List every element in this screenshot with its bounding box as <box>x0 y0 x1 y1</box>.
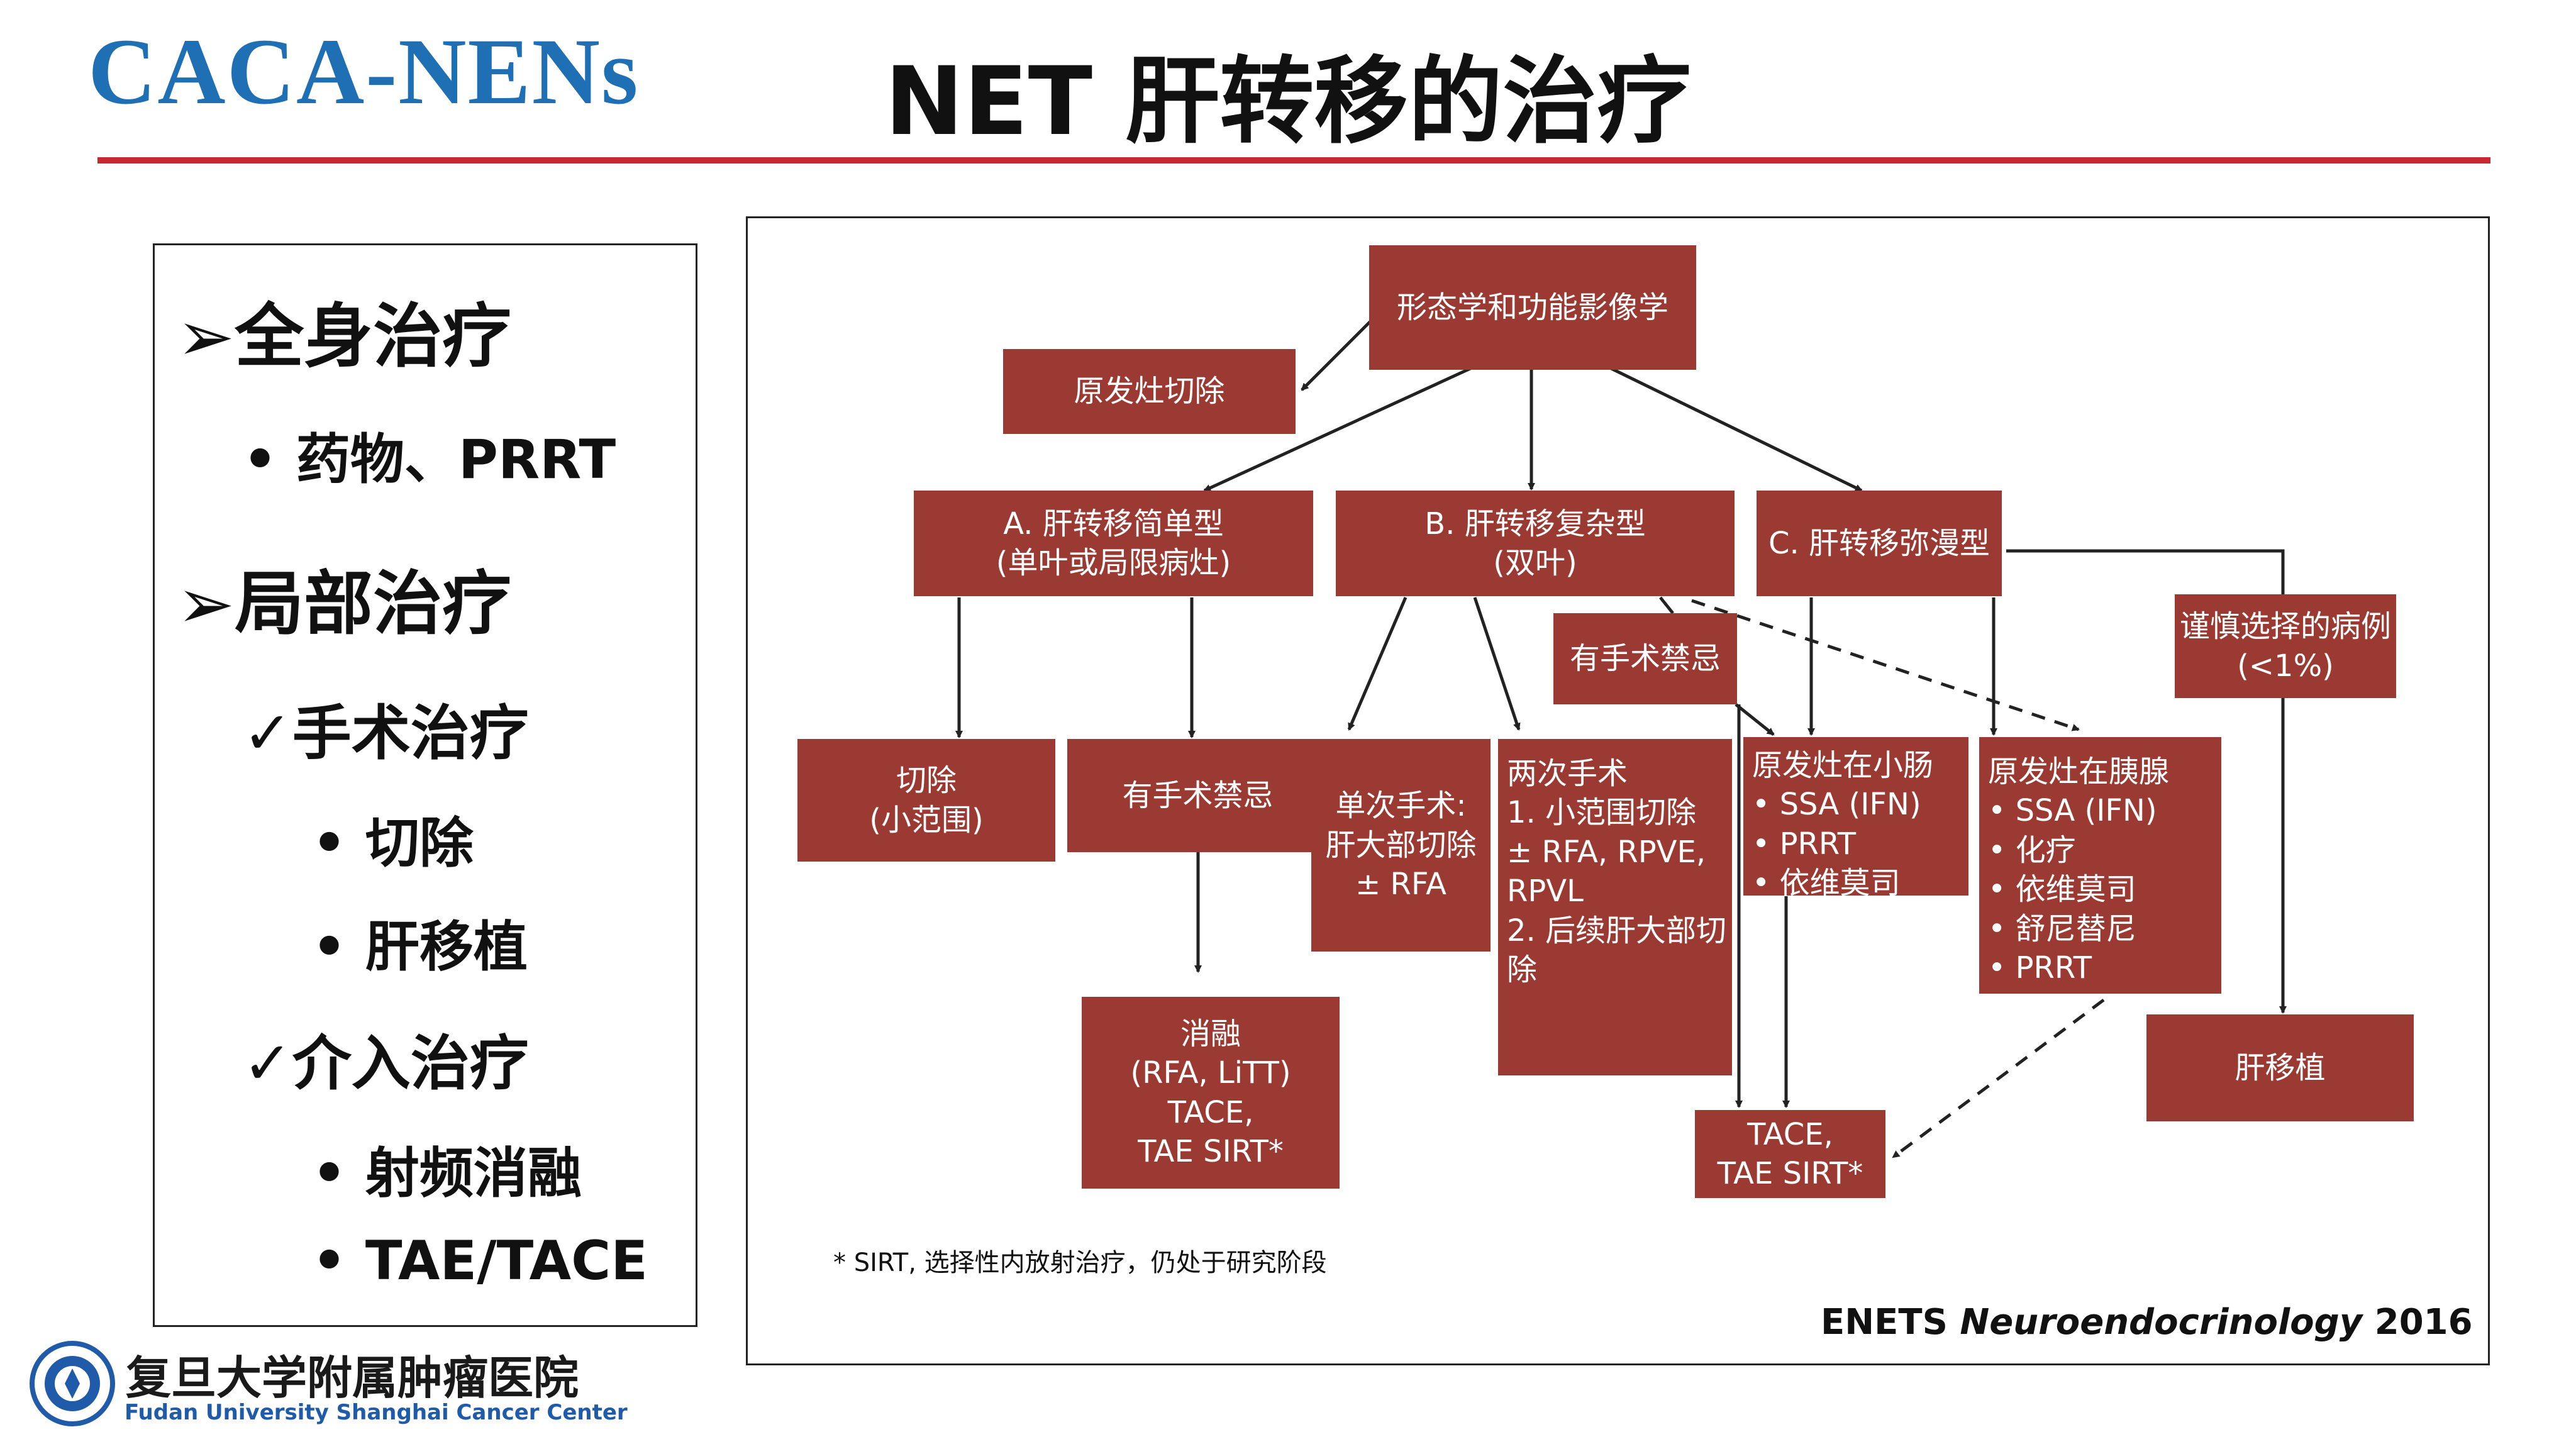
box-imaging: 形态学和功能影像学 <box>1369 245 1696 370</box>
treatment-overview-panel: ➢全身治疗 • 药物、PRRT ➢局部治疗 ✓手术治疗 • 切除 • 肝移植 ✓… <box>153 243 697 1327</box>
hospital-emblem-icon <box>30 1341 115 1426</box>
edge-typeB-to-single <box>1347 597 1407 731</box>
citation: ENETS Neuroendocrinology 2016 <box>1821 1302 2473 1343</box>
systemic-treatment-item: • 药物、PRRT <box>243 428 616 491</box>
box-primary-small-bowel: 原发灶在小肠 SSA (IFN) PRRT 依维莫司 <box>1743 737 1968 901</box>
box-selected-cases: 谨慎选择的病例 (<1%) <box>2175 594 2396 698</box>
box-primary-pancreas: 原发灶在胰腺 SSA (IFN) 化疗 依维莫司 舒尼替尼 PRRT <box>1979 737 2221 994</box>
hospital-name-cn: 复旦大学附属肿瘤医院 <box>126 1351 579 1404</box>
box-typeC-diffuse: C. 肝转移弥漫型 <box>1757 491 2002 596</box>
hospital-name-en: Fudan University Shanghai Cancer Center <box>125 1400 628 1425</box>
edge-typeB-to-pancreas-dashed <box>1691 599 2080 731</box>
box-typeA-simple: A. 肝转移简单型 (单叶或局限病灶) <box>914 491 1313 596</box>
surgery-item-transplant: • 肝移植 <box>312 916 528 979</box>
page-title: NET 肝转移的治疗 <box>884 47 1692 157</box>
edge-contraB-to-small-bowel <box>1735 703 1775 736</box>
systemic-treatment-heading: ➢全身治疗 <box>177 296 512 377</box>
box-contraindication-A: 有手术禁忌 <box>1067 739 1328 852</box>
interventional-item-rfa: • 射频消融 <box>312 1142 582 1205</box>
box-contraindication-B: 有手术禁忌 <box>1553 613 1737 704</box>
header-divider <box>97 157 2490 164</box>
edge-typeB-to-two-stage <box>1473 597 1521 731</box>
edge-typeB-to-contraB <box>1659 596 1674 614</box>
edge-imaging-to-typeC <box>1609 366 1863 492</box>
box-single-surgery: 单次手术: 肝大部切除 ± RFA <box>1311 739 1491 952</box>
edge-imaging-to-primary-resection <box>1301 316 1375 391</box>
box-primary-resection: 原发灶切除 <box>1003 349 1296 434</box>
box-ablation: 消融 (RFA, LiTT) TACE, TAE SIRT* <box>1082 997 1340 1189</box>
box-typeB-complex: B. 肝转移复杂型 (双叶) <box>1336 491 1735 596</box>
edge-pancreas-to-tace-dashed <box>1892 998 2105 1159</box>
edge-typeC-to-transplant <box>2006 549 2287 1014</box>
edge-imaging-to-typeA <box>1203 366 1473 492</box>
local-treatment-heading: ➢局部治疗 <box>177 564 512 644</box>
surgery-heading: ✓手术治疗 <box>243 699 529 768</box>
surgery-item-resection: • 切除 <box>312 812 474 875</box>
box-resection-small: 切除 (小范围) <box>797 739 1055 862</box>
box-two-stage-surgery: 两次手术 1. 小范围切除 ± RFA, RPVE, RPVL 2. 后续肝大部… <box>1498 739 1732 1075</box>
box-liver-transplant: 肝移植 <box>2146 1014 2414 1121</box>
sirt-footnote: * SIRT, 选择性内放射治疗，仍处于研究阶段 <box>833 1248 1327 1277</box>
interventional-item-tace: • TAE/TACE <box>312 1230 648 1292</box>
caca-nens-logo: CACA-NENs <box>88 19 640 124</box>
box-tace: TACE, TAE SIRT* <box>1695 1110 1885 1198</box>
interventional-heading: ✓介入治疗 <box>243 1030 529 1098</box>
